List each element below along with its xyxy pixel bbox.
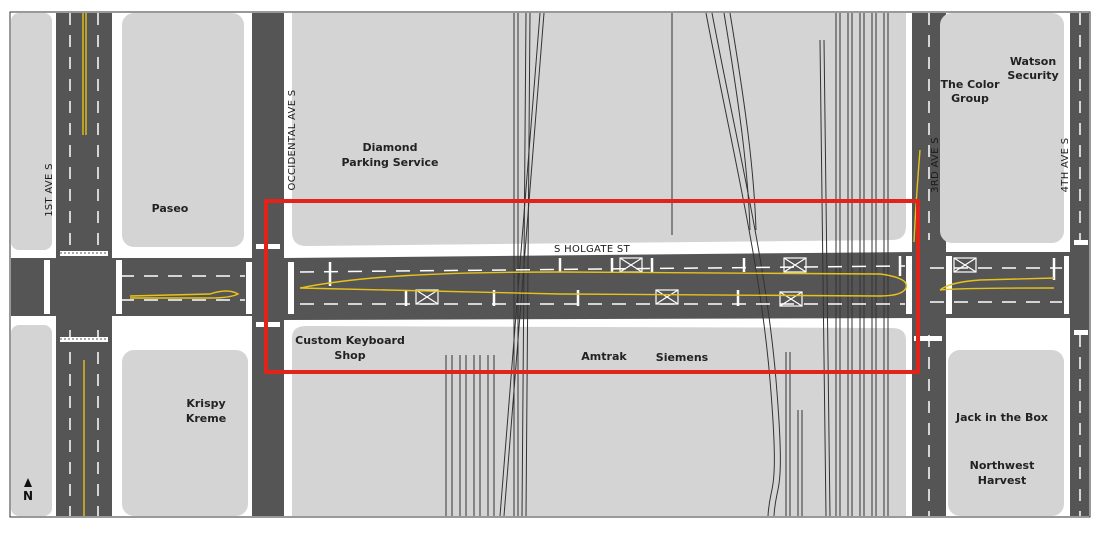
label-jack: Jack in the Box: [955, 411, 1048, 424]
north-label: N: [23, 489, 33, 503]
label-harvest-1: Northwest: [970, 459, 1035, 472]
road-holgate-middle: [284, 252, 912, 320]
label-amtrak: Amtrak: [581, 350, 627, 363]
block-far-left-south: [11, 325, 52, 516]
crosswalk-first-south: [60, 337, 108, 342]
label-diamond-1: Diamond: [362, 141, 417, 154]
rail-crossing-2: [783, 257, 807, 273]
block-diamond: [292, 13, 906, 246]
rail-crossing-3: [415, 289, 439, 305]
road-holgate-east: [912, 252, 1089, 318]
label-diamond-2: Parking Service: [342, 156, 439, 169]
label-4th-ave: 4TH AVE S: [1060, 138, 1071, 193]
label-3rd-ave: 3RD AVE S: [930, 137, 941, 193]
label-color-1: The Color: [940, 78, 1000, 91]
label-color-2: Group: [951, 92, 989, 105]
rail-crossing-6: [953, 257, 977, 273]
project-area-highlight: [264, 199, 920, 374]
rail-crossing-1: [619, 257, 643, 273]
block-krispy-kreme: [122, 350, 248, 516]
crosswalk-first-north: [60, 251, 108, 256]
rail-crossing-5: [779, 291, 803, 307]
road-holgate-west: [11, 258, 301, 316]
rail-tracks: [445, 12, 889, 517]
label-1st-ave: 1ST AVE S: [44, 163, 55, 217]
label-holgate: S HOLGATE ST: [554, 244, 631, 255]
label-keyboard-2: Shop: [334, 349, 365, 362]
block-color-group: [940, 13, 1064, 243]
label-paseo: Paseo: [152, 202, 189, 215]
label-siemens: Siemens: [656, 351, 709, 364]
centerlines: [82, 13, 1055, 516]
label-watson-2: Security: [1007, 69, 1058, 82]
block-paseo: [122, 13, 244, 247]
label-watson-1: Watson: [1010, 55, 1056, 68]
label-krispy-1: Krispy: [186, 397, 225, 410]
block-jack-in-the-box: [948, 350, 1064, 516]
north-arrow-icon: N: [23, 478, 33, 503]
lane-markings: [69, 13, 1081, 516]
label-occidental: OCCIDENTAL AVE S: [287, 90, 298, 191]
label-keyboard-1: Custom Keyboard: [295, 334, 405, 347]
rail-crossing-4: [655, 289, 679, 305]
rail-crossing-markings: [415, 257, 977, 307]
block-far-left-north: [11, 13, 52, 250]
holgate-median: [299, 271, 908, 297]
label-krispy-2: Kreme: [186, 412, 226, 425]
label-harvest-2: Harvest: [978, 474, 1027, 487]
